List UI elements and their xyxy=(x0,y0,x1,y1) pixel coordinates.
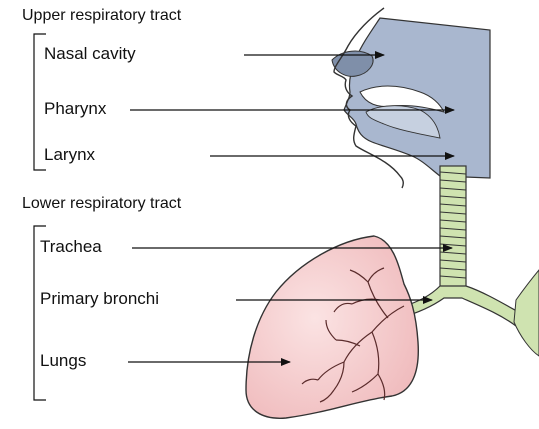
primary-bronchi-label: Primary bronchi xyxy=(40,290,159,307)
bronchi-shape xyxy=(400,286,522,326)
upper-respiratory-tract-heading: Upper respiratory tract xyxy=(22,8,181,24)
lung-shape xyxy=(246,236,418,418)
nasal-cavity-label: Nasal cavity xyxy=(44,45,136,62)
trachea-label: Trachea xyxy=(40,238,102,255)
lungs-label: Lungs xyxy=(40,352,86,369)
lower-respiratory-tract-heading: Lower respiratory tract xyxy=(22,196,181,212)
right-lung-edge xyxy=(514,270,539,356)
larynx-label: Larynx xyxy=(44,146,95,163)
pharynx-label: Pharynx xyxy=(44,100,106,117)
